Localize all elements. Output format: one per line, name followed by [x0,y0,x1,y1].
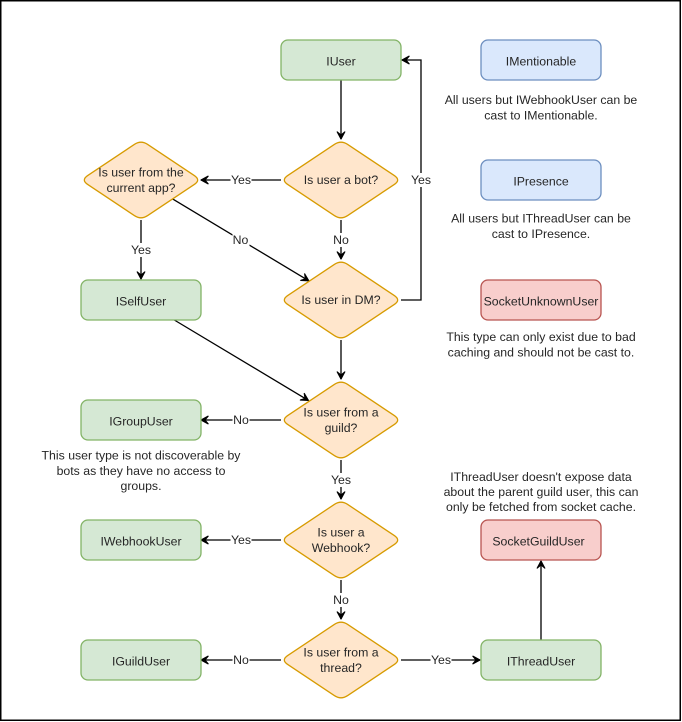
svg-text:No: No [333,233,349,247]
svg-text:IUser: IUser [326,54,355,68]
svg-text:thread?: thread? [320,661,362,675]
svg-text:bots as they have no access to: bots as they have no access to [57,464,226,478]
svg-text:ISelfUser: ISelfUser [116,294,167,308]
svg-text:Is user in DM?: Is user in DM? [301,293,380,307]
svg-text:Is user a: Is user a [317,526,364,540]
svg-text:No: No [233,233,249,247]
svg-text:Yes: Yes [331,473,351,487]
svg-text:IMentionable: IMentionable [506,54,577,68]
svg-text:This user type is not discover: This user type is not discoverable by [42,449,242,463]
svg-text:Is user a bot?: Is user a bot? [304,173,379,187]
svg-text:SocketUnknownUser: SocketUnknownUser [484,294,599,308]
svg-text:Is user from a: Is user from a [303,646,378,660]
svg-text:about the parent guild user, t: about the parent guild user, this can [444,485,639,499]
svg-text:No: No [233,653,249,667]
svg-text:cast to IMentionable.: cast to IMentionable. [484,109,597,123]
svg-text:only be fetched from socket ca: only be fetched from socket cache. [446,500,636,514]
svg-text:Yes: Yes [411,173,431,187]
svg-text:Yes: Yes [431,653,451,667]
svg-text:Webhook?: Webhook? [312,541,371,555]
svg-text:Yes: Yes [231,173,251,187]
svg-text:current app?: current app? [106,181,175,195]
svg-text:Is user from a: Is user from a [303,406,378,420]
svg-text:IThreadUser: IThreadUser [507,654,575,668]
svg-text:Yes: Yes [131,243,151,257]
svg-text:IGuildUser: IGuildUser [112,654,170,668]
svg-text:IThreadUser doesn't expose dat: IThreadUser doesn't expose data [450,470,632,484]
svg-text:guild?: guild? [325,421,358,435]
svg-text:This type can only exist due t: This type can only exist due to bad [446,330,636,344]
svg-text:All users but IWebhookUser can: All users but IWebhookUser can be [445,93,638,107]
svg-text:No: No [233,413,249,427]
svg-text:groups.: groups. [120,479,161,493]
svg-text:cast to IPresence.: cast to IPresence. [492,227,590,241]
svg-text:IWebhookUser: IWebhookUser [100,534,181,548]
svg-text:caching and should not be cast: caching and should not be cast to. [448,346,635,360]
svg-text:Is user from the: Is user from the [98,166,184,180]
svg-text:Yes: Yes [231,533,251,547]
svg-text:All users but IThreadUser can: All users but IThreadUser can be [451,212,631,226]
svg-text:IPresence: IPresence [513,174,569,188]
svg-text:IGroupUser: IGroupUser [109,414,173,428]
svg-text:No: No [333,593,349,607]
svg-text:SocketGuildUser: SocketGuildUser [492,534,584,548]
